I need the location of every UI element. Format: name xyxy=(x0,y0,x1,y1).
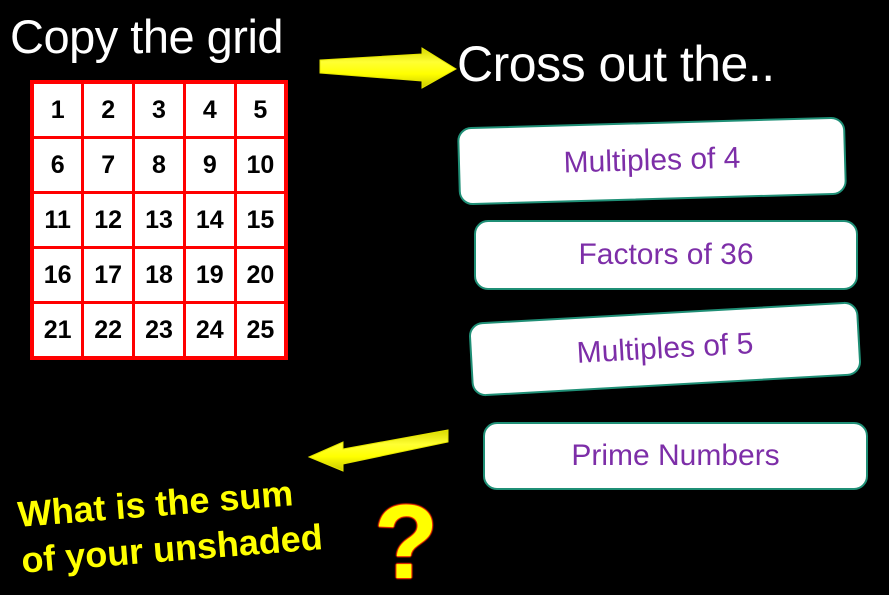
arrow-right-icon xyxy=(319,47,457,89)
grid-cell[interactable]: 23 xyxy=(132,301,186,360)
category-label: Multiples of 4 xyxy=(563,141,741,180)
category-box-multiples-of-4[interactable]: Multiples of 4 xyxy=(456,116,848,206)
grid-cell[interactable]: 2 xyxy=(81,80,136,139)
grid-cell[interactable]: 14 xyxy=(182,191,237,249)
category-label: Multiples of 5 xyxy=(575,327,755,370)
question-mark-icon: ? xyxy=(374,484,439,595)
number-grid: 1 2 3 4 5 6 7 8 9 10 11 12 13 14 15 16 xyxy=(30,80,288,360)
category-box-factors-of-36[interactable]: Factors of 36 xyxy=(474,220,858,290)
bottom-question-text: What is the sum of your unshaded xyxy=(16,464,382,584)
category-label: Prime Numbers xyxy=(571,439,780,472)
grid-cell[interactable]: 18 xyxy=(132,246,186,304)
table-row: 1 2 3 4 5 xyxy=(30,80,288,139)
grid-cell[interactable]: 20 xyxy=(233,246,288,304)
category-box-multiples-of-5[interactable]: Multiples of 5 xyxy=(468,301,862,397)
grid-cell[interactable]: 9 xyxy=(182,136,237,194)
grid-cell[interactable]: 4 xyxy=(182,80,237,139)
grid-cell[interactable]: 16 xyxy=(30,246,85,304)
table-row: 11 12 13 14 15 xyxy=(30,191,288,249)
grid-cell[interactable]: 7 xyxy=(81,136,136,194)
grid-cell[interactable]: 25 xyxy=(233,301,288,360)
grid-cell[interactable]: 15 xyxy=(233,191,288,249)
grid-cell[interactable]: 8 xyxy=(132,136,186,194)
grid-cell[interactable]: 3 xyxy=(132,80,186,139)
arrow-left-icon xyxy=(307,429,449,472)
grid-cell[interactable]: 24 xyxy=(182,301,237,360)
page-title-cross-out-the: Cross out the.. xyxy=(457,36,775,92)
table-row: 16 17 18 19 20 xyxy=(30,246,288,304)
grid-cell[interactable]: 1 xyxy=(30,80,85,139)
grid-cell[interactable]: 12 xyxy=(81,191,136,249)
grid-cell[interactable]: 19 xyxy=(182,246,237,304)
grid-cell[interactable]: 11 xyxy=(30,191,85,249)
grid-cell[interactable]: 6 xyxy=(30,136,85,194)
table-row: 6 7 8 9 10 xyxy=(30,136,288,194)
grid-cell[interactable]: 21 xyxy=(30,301,85,360)
category-box-prime-numbers[interactable]: Prime Numbers xyxy=(483,422,868,490)
grid-cell[interactable]: 22 xyxy=(81,301,136,360)
page-title-copy-the-grid: Copy the grid xyxy=(10,10,284,63)
grid-cell[interactable]: 13 xyxy=(132,191,186,249)
grid-cell[interactable]: 5 xyxy=(233,80,288,139)
grid-cell[interactable]: 17 xyxy=(81,246,136,304)
table-row: 21 22 23 24 25 xyxy=(30,301,288,360)
category-label: Factors of 36 xyxy=(578,238,754,271)
grid-cell[interactable]: 10 xyxy=(233,136,288,194)
